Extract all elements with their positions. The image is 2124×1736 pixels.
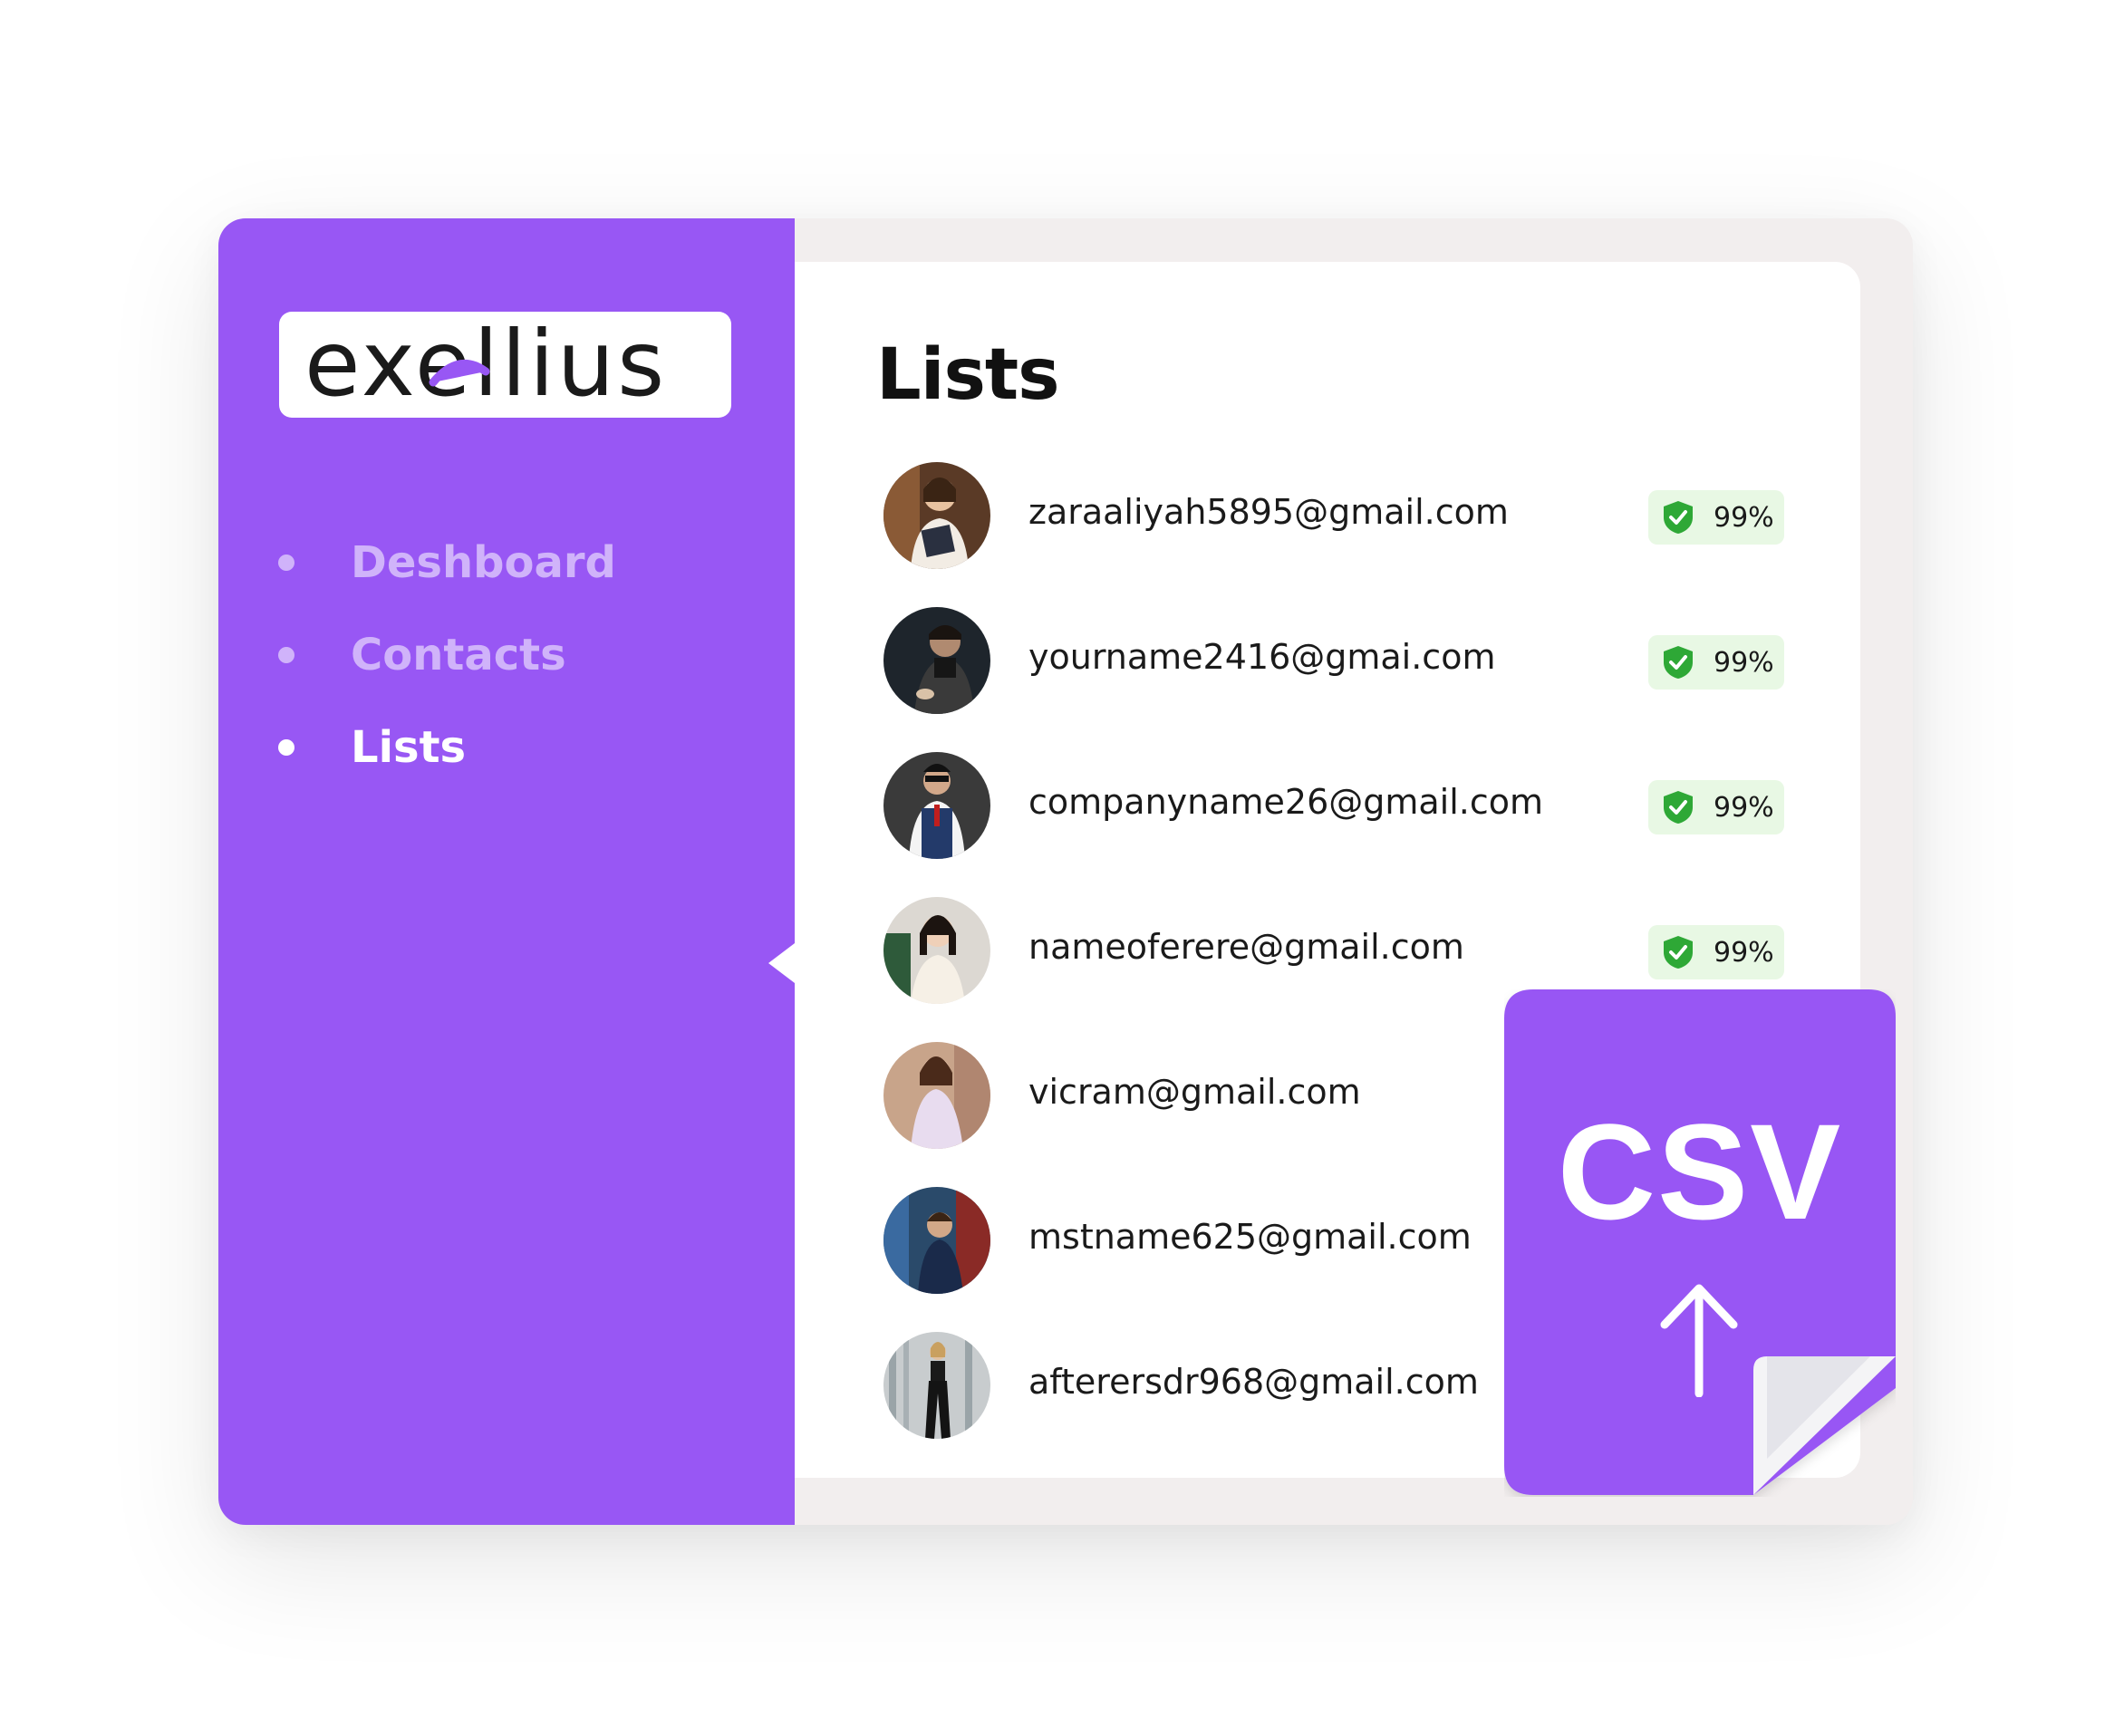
avatar bbox=[883, 1187, 990, 1294]
bullet-icon bbox=[278, 555, 294, 571]
logo[interactable]: exellius bbox=[279, 312, 731, 418]
contact-email: yourname2416@gmai.com bbox=[1028, 637, 1496, 677]
contact-email: nameoferere@gmail.com bbox=[1028, 927, 1464, 967]
avatar bbox=[883, 752, 990, 859]
sidebar-item-label: Contacts bbox=[351, 630, 566, 680]
contact-email: vicram@gmail.com bbox=[1028, 1072, 1361, 1112]
score-text: 99% bbox=[1714, 791, 1774, 824]
main-panel: Lists zaraaliyah5895@gmail.com bbox=[795, 262, 1860, 1478]
bullet-icon bbox=[278, 739, 294, 756]
contact-email: companyname26@gmail.com bbox=[1028, 782, 1544, 822]
list-item[interactable]: companyname26@gmail.com 99% bbox=[795, 747, 1860, 865]
csv-upload-file[interactable]: CSV bbox=[1504, 989, 1896, 1497]
status-badge: 99% bbox=[1648, 635, 1784, 690]
shield-check-icon bbox=[1664, 646, 1693, 679]
sidebar-item-contacts[interactable]: Contacts bbox=[275, 619, 746, 691]
page-title: Lists bbox=[876, 334, 1060, 416]
logo-wordmark: exellius bbox=[304, 312, 667, 417]
sidebar-item-label: Deshboard bbox=[351, 537, 616, 588]
list-item[interactable]: yourname2416@gmai.com 99% bbox=[795, 603, 1860, 720]
sidebar: exellius Deshboard Contacts Lists bbox=[218, 218, 795, 1525]
active-indicator-arrow bbox=[768, 943, 795, 983]
status-badge: 99% bbox=[1648, 490, 1784, 545]
sidebar-item-label: Lists bbox=[351, 722, 467, 773]
csv-file-icon bbox=[1504, 989, 1896, 1495]
list-item[interactable]: nameoferere@gmail.com 99% bbox=[795, 892, 1860, 1010]
avatar bbox=[883, 897, 990, 1004]
score-text: 99% bbox=[1714, 501, 1774, 534]
sidebar-item-dashboard[interactable]: Deshboard bbox=[275, 526, 746, 599]
contact-email: zaraaliyah5895@gmail.com bbox=[1028, 492, 1509, 532]
avatar bbox=[883, 1332, 990, 1439]
list-item[interactable]: mstname625@gmail.com bbox=[795, 1182, 1860, 1300]
status-badge: 99% bbox=[1648, 780, 1784, 834]
bullet-icon bbox=[278, 647, 294, 663]
shield-check-icon bbox=[1664, 791, 1693, 824]
score-text: 99% bbox=[1714, 936, 1774, 969]
shield-check-icon bbox=[1664, 501, 1693, 534]
avatar bbox=[883, 462, 990, 569]
list-item[interactable]: vicram@gmail.com bbox=[795, 1037, 1860, 1155]
status-badge: 99% bbox=[1648, 925, 1784, 979]
list-item[interactable]: afterersdr968@gmail.com bbox=[795, 1327, 1860, 1445]
list-item[interactable]: zaraaliyah5895@gmail.com 99% bbox=[795, 458, 1860, 575]
score-text: 99% bbox=[1714, 646, 1774, 679]
shield-check-icon bbox=[1664, 936, 1693, 969]
app-window: exellius Deshboard Contacts Lists Lists bbox=[218, 218, 1913, 1525]
upload-arrow-icon bbox=[1660, 1284, 1738, 1397]
sidebar-item-lists[interactable]: Lists bbox=[275, 711, 746, 784]
avatar bbox=[883, 607, 990, 714]
svg-text:exellius: exellius bbox=[304, 312, 667, 417]
csv-label: CSV bbox=[1557, 1095, 1843, 1248]
contact-email: mstname625@gmail.com bbox=[1028, 1217, 1472, 1257]
avatar bbox=[883, 1042, 990, 1149]
contact-email: afterersdr968@gmail.com bbox=[1028, 1362, 1479, 1402]
